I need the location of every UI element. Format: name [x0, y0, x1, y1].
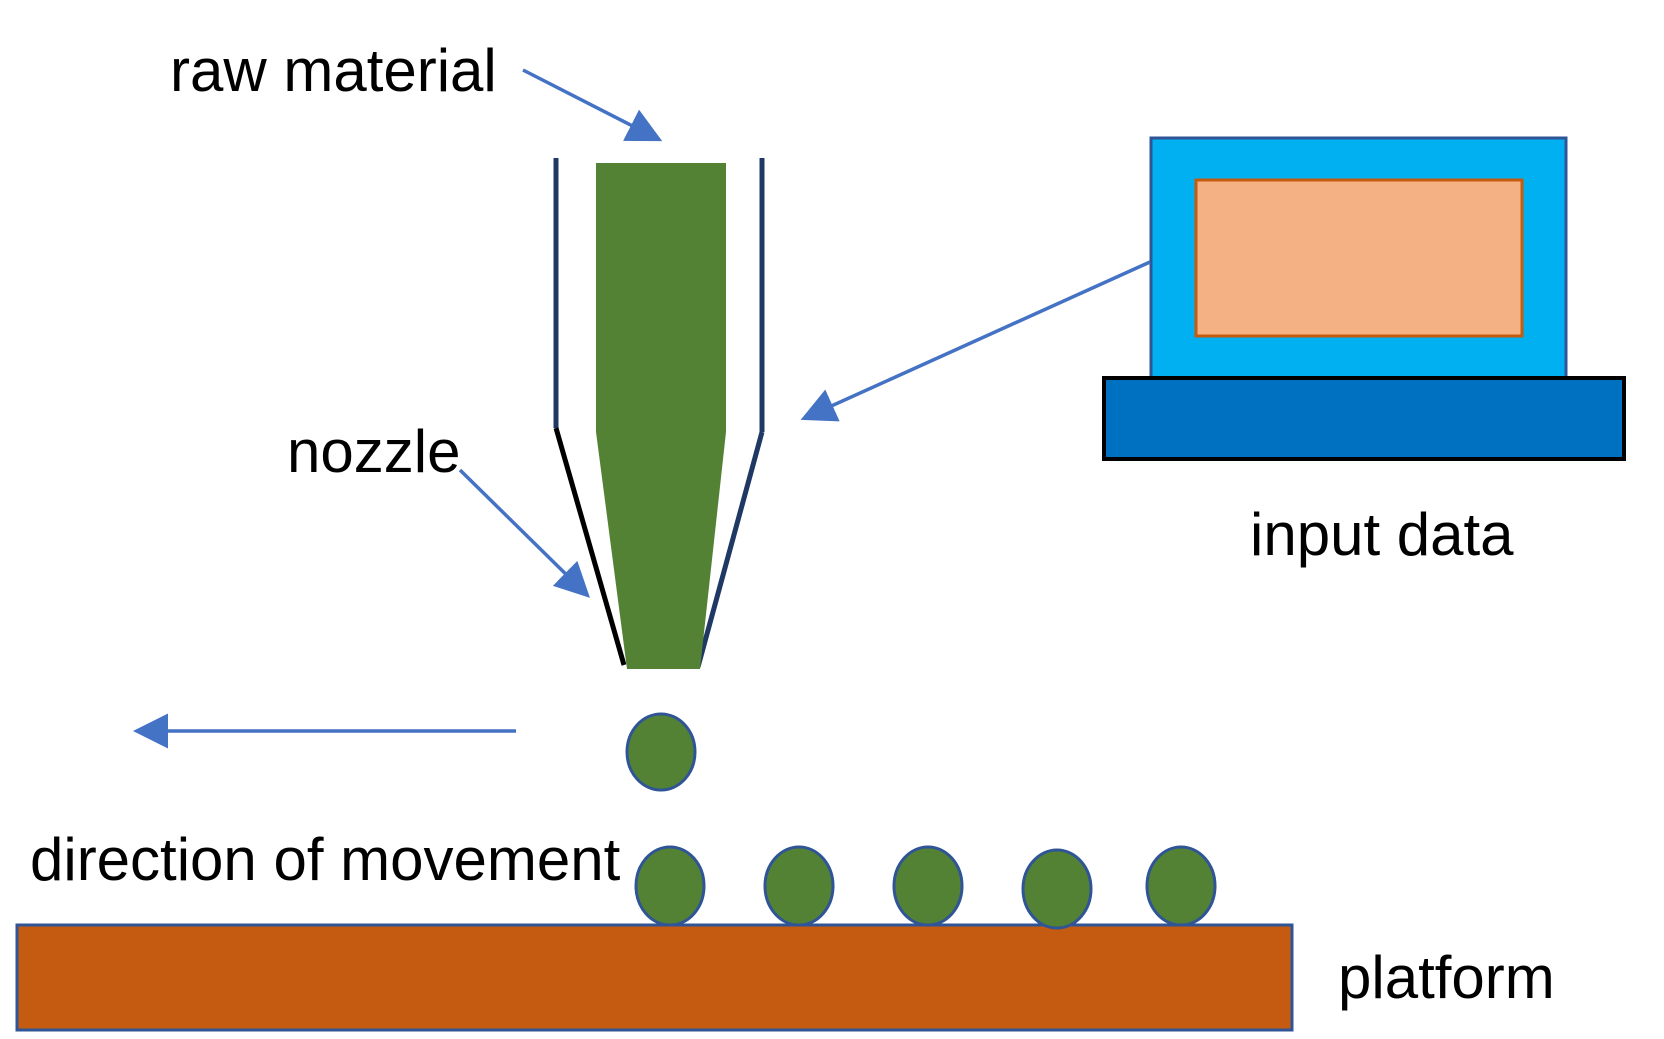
raw-material-filament [596, 163, 726, 669]
monitor-screen [1194, 178, 1524, 338]
label-raw-material: raw material [170, 37, 497, 104]
nozzle-right-taper [695, 431, 765, 668]
label-input-data: input data [1250, 501, 1514, 568]
platform [15, 923, 1294, 1032]
deposited-droplet [763, 845, 835, 927]
nozzle-arrow [458, 468, 590, 598]
label-platform: platform [1338, 944, 1555, 1011]
deposited-droplets [634, 845, 1217, 930]
deposited-droplet [1145, 845, 1217, 927]
raw-material-arrow [522, 68, 663, 142]
nozzle-left-taper [553, 427, 627, 666]
label-nozzle: nozzle [287, 418, 460, 485]
computer-icon [1102, 136, 1626, 461]
input-data-arrow [800, 260, 1151, 422]
deposited-droplet [634, 845, 706, 927]
falling-droplet [625, 712, 697, 792]
monitor-base [1102, 376, 1626, 461]
deposited-droplet [892, 845, 964, 927]
deposited-droplet [1021, 848, 1093, 930]
nozzle [553, 158, 765, 668]
label-direction-of-movement: direction of movement [30, 826, 621, 893]
